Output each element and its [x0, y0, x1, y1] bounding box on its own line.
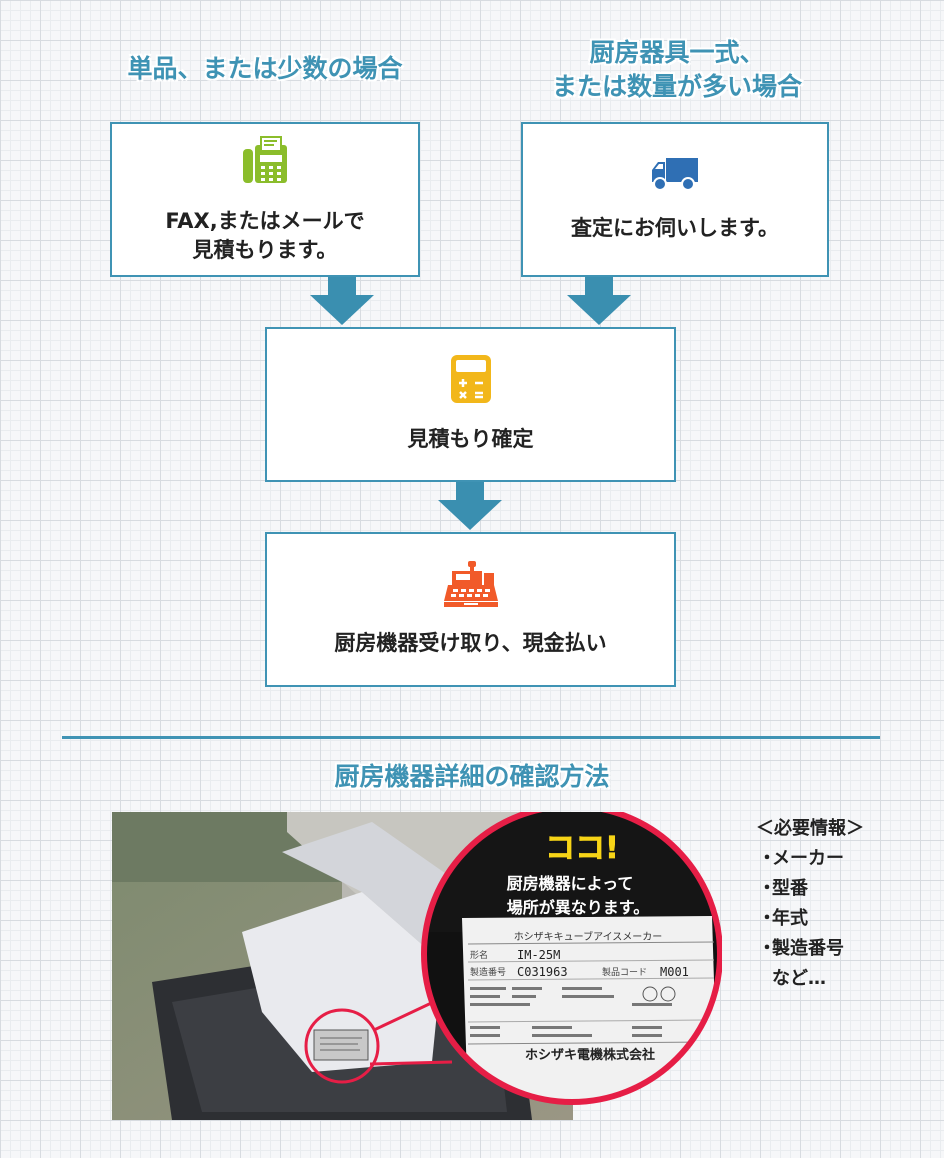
- down-arrow-icon: [310, 277, 374, 325]
- callout-line2: 場所が異なります。: [507, 898, 649, 917]
- down-arrow-icon: [567, 277, 631, 325]
- label-location-photo: ココ! 厨房機器によって 場所が異なります。 ホシザキキューブアイスメーカー 形…: [112, 812, 722, 1120]
- label-model: IM-25M: [517, 948, 560, 962]
- step-fax-line2: 見積もります。: [165, 236, 364, 265]
- heading-bulk-line1: 厨房器具一式、: [512, 36, 842, 70]
- required-info-item-label: 製造番号: [772, 938, 844, 959]
- callout-line1: 厨房機器によって: [507, 874, 634, 893]
- truck-icon: [650, 156, 700, 196]
- section-divider: [62, 736, 880, 739]
- required-info-etc: など…: [752, 964, 864, 994]
- label-maker: ホシザキ電機株式会社: [525, 1047, 655, 1063]
- required-info-item: ・型番: [752, 874, 864, 904]
- step-visit-box: 査定にお伺いします。: [521, 122, 829, 277]
- label-serial-key: 製造番号: [470, 966, 506, 978]
- step-fax-text: FAX,またはメールで 見積もります。: [165, 207, 364, 265]
- step-fax-box: FAX,またはメールで 見積もります。: [110, 122, 420, 277]
- required-info-item-label: メーカー: [772, 848, 844, 869]
- heading-bulk: 厨房器具一式、 または数量が多い場合: [512, 36, 842, 104]
- heading-confirm-method: 厨房機器詳細の確認方法: [272, 760, 672, 794]
- required-info-item-label: 型番: [772, 878, 808, 899]
- required-info-item-label: 年式: [772, 908, 808, 929]
- required-info-item: ・製造番号: [752, 934, 864, 964]
- label-model-key: 形名: [470, 949, 488, 961]
- required-info-item: ・メーカー: [752, 844, 864, 874]
- callout-title: ココ!: [545, 831, 619, 866]
- heading-single: 単品、または少数の場合: [110, 52, 420, 86]
- cash-register-icon: [444, 561, 498, 611]
- label-company-top: ホシザキキューブアイスメーカー: [514, 930, 663, 943]
- label-code: M001: [660, 965, 689, 979]
- label-code-key: 製品コード: [602, 966, 647, 978]
- step-estimate-text: 見積もり確定: [408, 425, 534, 454]
- down-arrow-icon: [438, 482, 502, 530]
- required-info-title: ＜必要情報＞: [752, 814, 864, 844]
- step-estimate-box: 見積もり確定: [265, 327, 676, 482]
- required-info: ＜必要情報＞ ・メーカー ・型番 ・年式 ・製造番号 など…: [752, 814, 864, 994]
- label-serial: C031963: [517, 965, 568, 979]
- heading-bulk-line2: または数量が多い場合: [512, 70, 842, 104]
- calculator-icon: [451, 355, 491, 407]
- fax-icon: [241, 135, 289, 189]
- required-info-item: ・年式: [752, 904, 864, 934]
- step-cash-box: 厨房機器受け取り、現金払い: [265, 532, 676, 687]
- step-fax-line1: FAX,またはメールで: [165, 207, 364, 236]
- step-cash-text: 厨房機器受け取り、現金払い: [334, 629, 606, 658]
- step-visit-text: 査定にお伺いします。: [571, 214, 779, 243]
